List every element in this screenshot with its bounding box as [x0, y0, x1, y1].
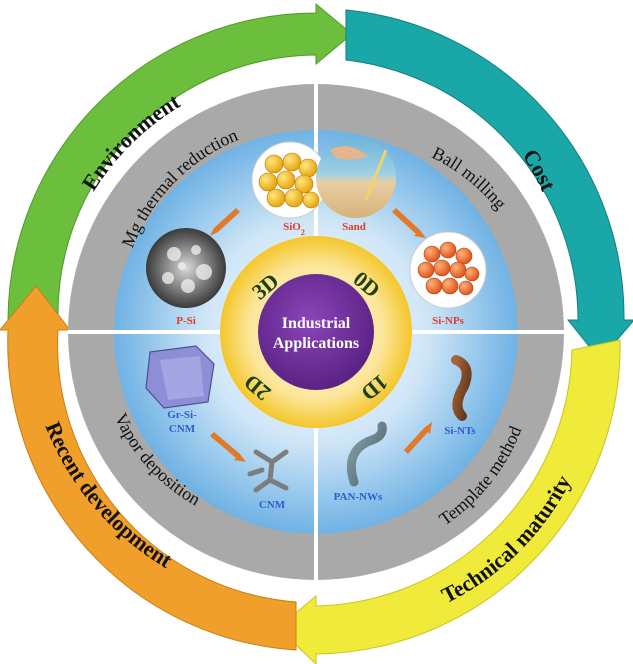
si-nts-image [451, 355, 472, 421]
psi-image [146, 228, 226, 308]
connector-arrows [210, 208, 432, 462]
recent-development-arrow [0, 285, 297, 651]
technical-maturity-arrow [277, 339, 621, 664]
pan-nws-label: PAN-NWs [334, 491, 383, 503]
center-title-line2: Applications [273, 335, 359, 352]
connector-pannws-sints [404, 422, 432, 454]
psi-label: P-Si [176, 315, 196, 327]
pan-nws-image [346, 421, 387, 487]
center-circle [258, 274, 374, 390]
sand-image [316, 138, 396, 218]
sand-label: Sand [342, 221, 366, 233]
gr-si-cnm-image [145, 345, 215, 409]
si-nps-image [409, 231, 487, 309]
cnm-label: CNM [259, 499, 286, 511]
cost-arrow [345, 9, 633, 361]
cnm-image [247, 449, 289, 493]
sio2-image [251, 141, 329, 219]
si-nps-label: Si-NPs [432, 315, 465, 327]
gr-si-cnm-label-line2: CNM [169, 423, 196, 435]
connector-grsicnm-cnm [210, 432, 246, 462]
center-title-line1: Industrial [282, 315, 351, 332]
gr-si-cnm-label-line1: Gr-Si- [167, 409, 197, 421]
connector-sand-sinps [392, 208, 426, 238]
sio2-label: SiO2 [283, 221, 305, 237]
connector-sio2-psi [210, 208, 240, 236]
si-nts-label: Si-NTs [444, 425, 476, 437]
